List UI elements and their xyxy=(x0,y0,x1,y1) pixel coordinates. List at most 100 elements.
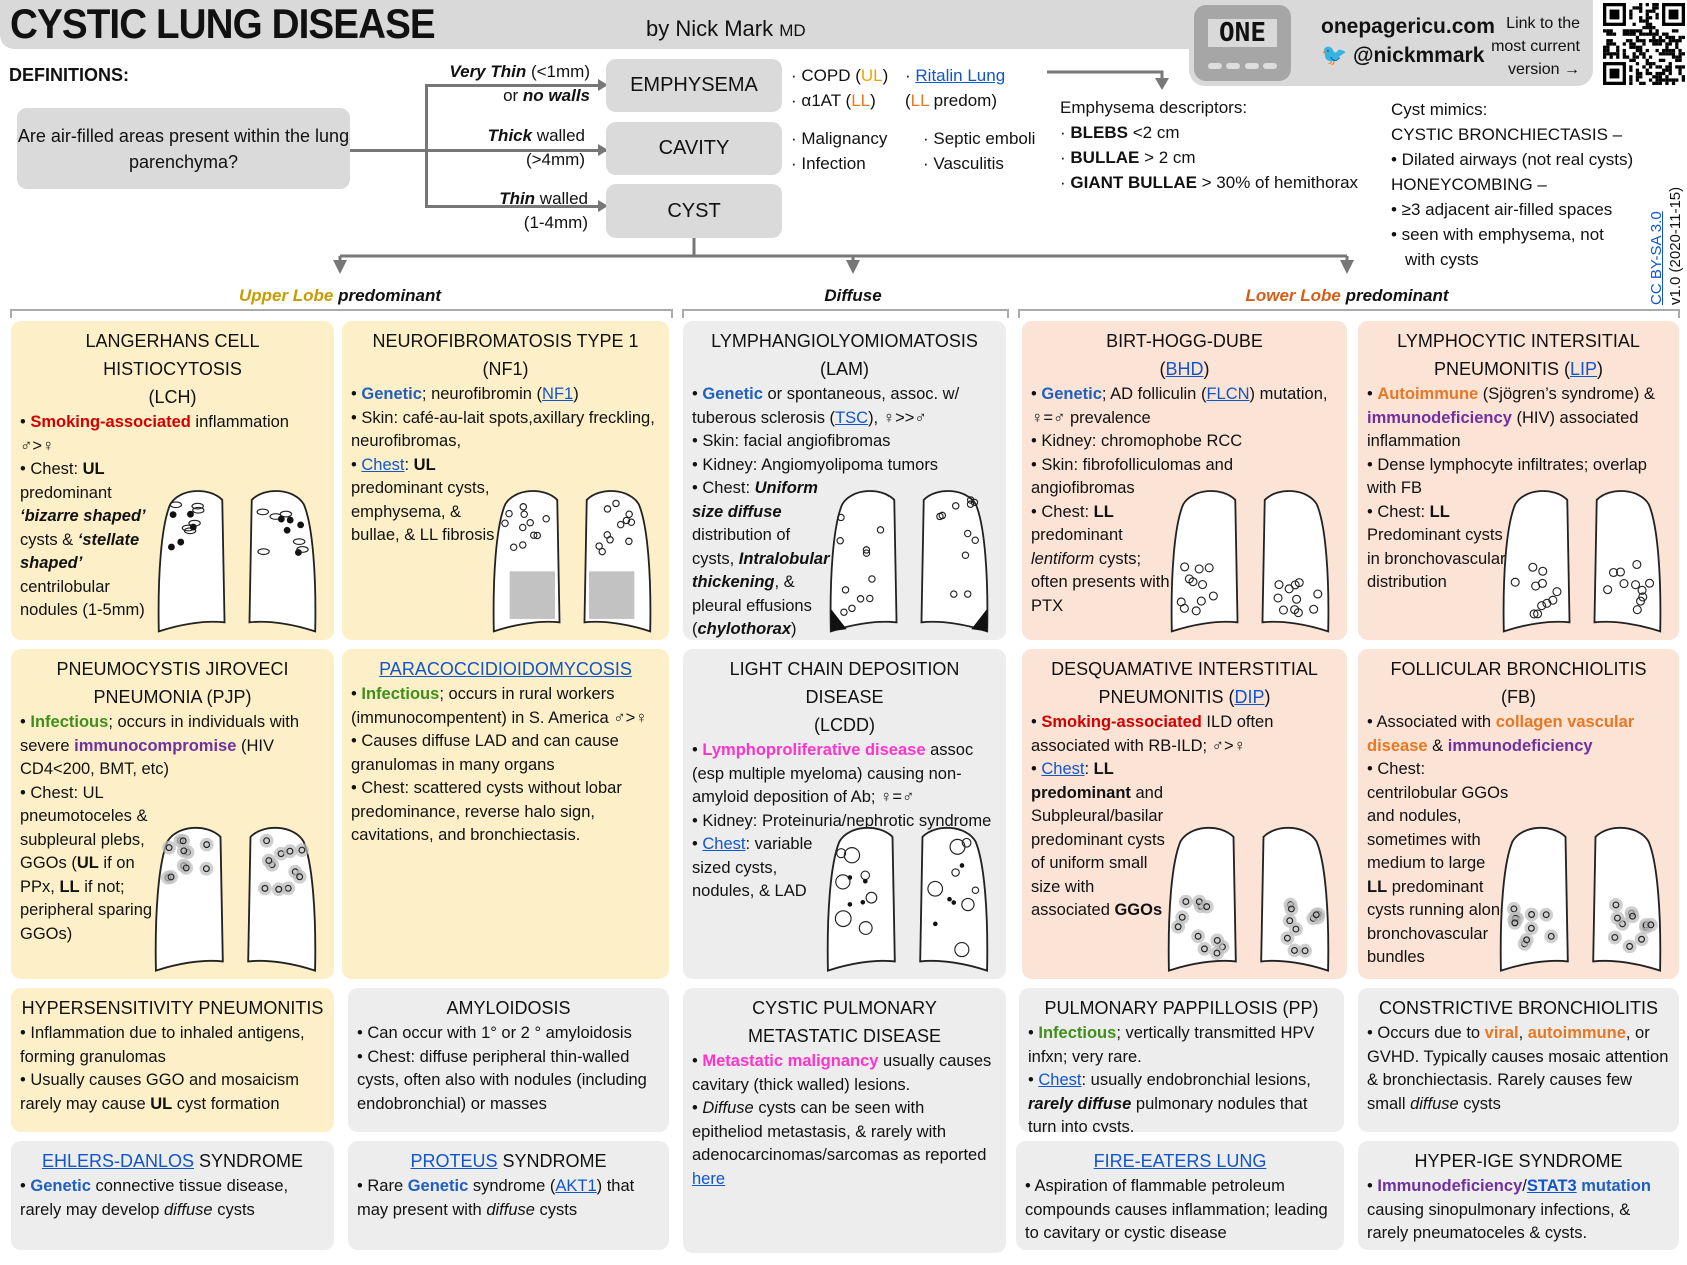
text-segment: & xyxy=(1427,736,1448,755)
twitter-handle[interactable]: 🐦 @nickmmark xyxy=(1321,41,1495,70)
text-segment: viral xyxy=(1484,1024,1519,1042)
text-segment: (HIV CD4<200, BMT, etc) xyxy=(20,736,274,779)
link[interactable]: STAT3 xyxy=(1526,1177,1577,1195)
text-segment: if on PPx, xyxy=(20,854,135,896)
text-segment: LIGHT CHAIN DEPOSITION DISEASE xyxy=(729,659,960,707)
text-segment: cysts xyxy=(534,1200,578,1219)
text-segment: immunodeficiency xyxy=(1367,408,1512,427)
card-title: CONSTRICTIVE BRONCHIOLITIS xyxy=(1367,994,1670,1022)
text-segment: / xyxy=(1522,1177,1527,1195)
text-segment: ; AD folliculin ( xyxy=(1101,385,1207,403)
card-bullet: • Skin: café-au-lait spots,axillary frec… xyxy=(351,407,660,454)
text-segment: (HIV) associated inflammation xyxy=(1367,408,1639,451)
text-segment: or spontaneous, assoc. w/ tuberous scler… xyxy=(692,385,960,427)
text-segment: Infectious xyxy=(361,685,440,703)
text-segment: Metastatic malignancy xyxy=(702,1052,879,1070)
card-constrictive-bronchiolitis: CONSTRICTIVE BRONCHIOLITIS• Occurs due t… xyxy=(1358,988,1679,1132)
author-suffix: MD xyxy=(779,21,806,40)
category-lower-lobe: Lower Lobe predominant xyxy=(1245,286,1449,305)
card-proteus: PROTEUS SYNDROME• Rare Genetic syndrome … xyxy=(348,1141,669,1250)
link[interactable]: TSC xyxy=(835,408,869,427)
text-segment: predominant cysts running along bronchov… xyxy=(1367,877,1510,967)
text-segment: autoimmune xyxy=(1527,1024,1626,1042)
link[interactable]: DIP xyxy=(1234,687,1265,707)
card-title: PARACOCCIDIOIDOMYCOSIS xyxy=(351,655,660,683)
text-segment: chylothorax xyxy=(697,620,792,638)
card-title: (LCH) xyxy=(20,383,325,411)
text-segment: • Chest: xyxy=(20,460,83,478)
flow-arrows xyxy=(10,70,1680,318)
license-link[interactable]: CC BY-SA 3.0 xyxy=(1648,211,1665,305)
text-segment: cysts; often presents with PTX xyxy=(1031,549,1170,615)
link[interactable]: BHD xyxy=(1165,359,1204,379)
text-segment: ; neurofibromin ( xyxy=(421,385,543,403)
text-segment: Lymphoproliferative disease xyxy=(702,741,926,759)
card-title: FOLLICULAR BRONCHIOLITIS xyxy=(1367,655,1670,683)
link[interactable]: here xyxy=(692,1169,726,1188)
link[interactable]: AKT1 xyxy=(555,1177,597,1195)
card-bullet: • Chest: centrilobular GGOs and nodules,… xyxy=(1367,758,1509,970)
card-bullet: • Causes diffuse LAD and can cause granu… xyxy=(351,730,660,777)
link[interactable]: Chest xyxy=(1038,1071,1082,1089)
card-bhd: BIRT-HOGG-DUBE(BHD)• Genetic; AD follicu… xyxy=(1022,321,1347,640)
card-bullet: • Skin: fibrofolliculomas and angiofibro… xyxy=(1031,454,1338,501)
text-segment: Intralobular thickening xyxy=(692,549,830,592)
text-segment: CONSTRICTIVE BRONCHIOLITIS xyxy=(1378,998,1659,1018)
text-segment: usually causes cavitary (thick walled) l… xyxy=(692,1052,992,1094)
text-segment: SYNDROME xyxy=(194,1151,304,1171)
definitions-label: DEFINITIONS: xyxy=(9,65,129,85)
card-title: NEUROFIBROMATOSIS TYPE 1 xyxy=(351,327,660,355)
text-segment: assoc (esp multiple myeloma) causing non… xyxy=(692,741,974,806)
card-bullet: • Kidney: Proteinuria/nephrotic syndrome xyxy=(692,810,997,834)
current-version-link[interactable]: Link to the most current version → xyxy=(1491,15,1580,78)
card-title: LIGHT CHAIN DEPOSITION DISEASE xyxy=(692,655,997,711)
link[interactable]: PROTEUS xyxy=(410,1151,498,1171)
card-title: PNEUMONIA (PJP) xyxy=(20,683,325,711)
onepager-logo-icon: ONE xyxy=(1194,5,1291,81)
text-segment: • xyxy=(20,713,31,731)
link[interactable]: LIP xyxy=(1569,359,1598,379)
site-link[interactable]: onepagericu.com xyxy=(1321,15,1495,38)
card-title: (FB) xyxy=(1367,683,1670,711)
text-segment: Uniform size diffuse xyxy=(692,479,818,521)
link[interactable]: Chest xyxy=(361,455,405,474)
card-bullet: • Kidney: Angiomyolipoma tumors xyxy=(692,454,997,478)
link[interactable]: NF1 xyxy=(542,385,574,403)
qr-code-icon[interactable] xyxy=(1603,3,1685,85)
link[interactable]: FIRE-EATERS LUNG xyxy=(1093,1151,1267,1171)
card-title: (BHD) xyxy=(1031,355,1338,383)
card-bullet: • Smoking-associated ILD often associate… xyxy=(1031,711,1338,758)
card-bullet: • Diffuse cysts can be seen with epithel… xyxy=(692,1097,997,1191)
version-text: v1.0 (2020-11-15) xyxy=(1667,186,1684,305)
text-segment: PNEUMONITIS ( xyxy=(1098,687,1235,707)
text-segment: Smoking-associated xyxy=(1041,713,1202,731)
text-segment: ( xyxy=(1159,359,1166,379)
link[interactable]: EHLERS-DANLOS xyxy=(41,1151,195,1171)
text-segment: • xyxy=(351,385,362,403)
card-bullet: • Metastatic malignancy usually causes c… xyxy=(692,1050,997,1097)
text-segment: (LCH) xyxy=(148,387,197,407)
link[interactable]: PARACOCCIDIOIDOMYCOSIS xyxy=(379,659,632,679)
card-bullet: • Chest: LL predominant lentiform cysts;… xyxy=(1031,501,1175,619)
link[interactable]: Chest xyxy=(1041,760,1085,778)
card-bullet: • Associated with collagen vascular dise… xyxy=(1367,711,1670,758)
text-segment: • Dense lymphocyte infiltrates; overlap … xyxy=(1367,455,1647,498)
link[interactable]: FLCN xyxy=(1206,385,1250,403)
text-segment: pulmonary nodules that turn into cysts. xyxy=(1028,1094,1308,1133)
link[interactable]: Chest xyxy=(702,835,746,853)
card-bullet: • Chest: diffuse peripheral thin-walled … xyxy=(357,1046,660,1117)
text-segment: Genetic xyxy=(30,1177,91,1195)
category-upper-lobe: Upper Lobe predominant xyxy=(238,286,442,305)
branch-label-very-thin: Very Thin (<1mm)or no walls xyxy=(449,62,590,105)
text-segment: cysts & xyxy=(20,530,78,549)
text-segment: UL xyxy=(82,460,105,478)
ritalin-lung-link[interactable]: Ritalin Lung xyxy=(915,66,1006,85)
text-segment: Autoimmune xyxy=(1377,385,1479,403)
text-segment: ), ♀>>♂ xyxy=(868,408,927,427)
text-segment: • Chest: centrilobular GGOs and nodules,… xyxy=(1367,760,1509,872)
card-bullet: • Rare Genetic syndrome (AKT1) that may … xyxy=(357,1175,660,1222)
text-segment: LL xyxy=(1429,502,1450,521)
text-segment: ; occurs in individuals with severe xyxy=(20,713,300,755)
text-segment: • Kidney: chromophobe RCC xyxy=(1031,432,1243,450)
